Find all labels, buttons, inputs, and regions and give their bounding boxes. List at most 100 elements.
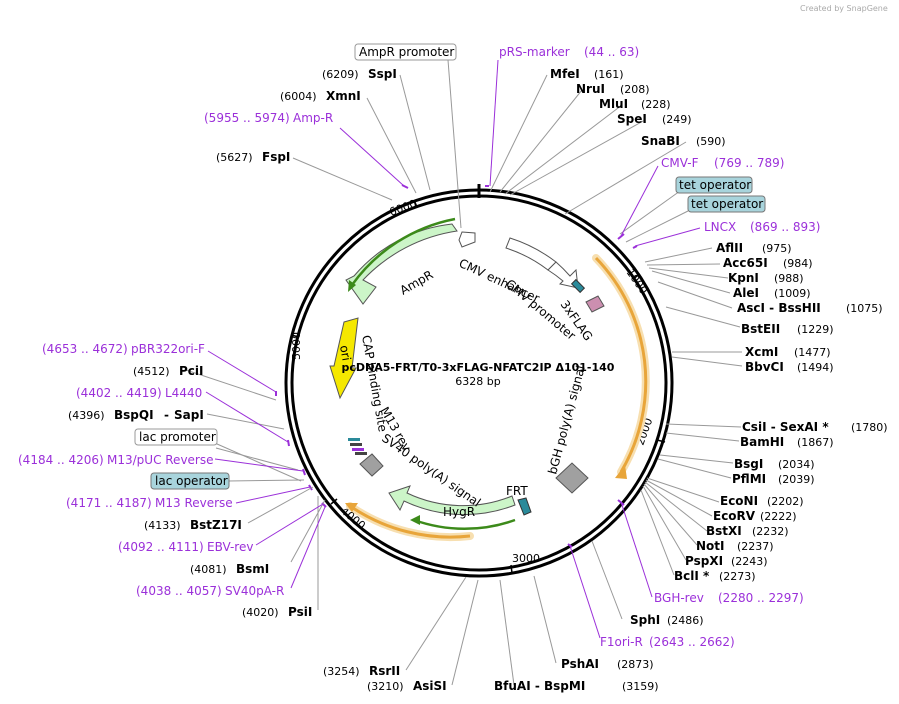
ampr-orf-arrowhead [348,280,356,292]
site-bfuai-bspmi: BfuAI - BspMI [494,679,585,693]
primer-amp-r-range: (5955 .. 5974) [204,111,290,125]
primer-f1ori-r-range: (2643 .. 2662) [649,635,735,649]
lac-operator-label: lac operator [155,474,228,488]
hygr-orf-line [413,518,516,530]
tag-marker [570,278,586,294]
site-bstz17i: BstZ17I [190,518,242,532]
site-xcmi: XcmI [745,345,778,359]
site-bsmi-pos: (4081) [190,563,227,576]
primer-cmv-f: CMV-F [661,156,699,170]
site-snabi-pos: (590) [696,135,726,148]
plasmid-name: pcDNA5-FRT/T0-3xFLAG-NFATC2IP Δ101-140 [342,361,615,374]
site-aflii-pos: (975) [762,242,792,255]
primer-cmv-f-range: (769 .. 789) [714,156,784,170]
cmv-enhancer-feature[interactable] [505,237,557,271]
site-sphi-pos: (2486) [667,614,704,627]
hygr-orf-arrowhead [410,515,420,525]
lac-promoter-box[interactable]: lac promoter [134,428,218,446]
site-sapi: SapI [174,408,204,422]
site-psii-pos: (4020) [242,606,279,619]
primer-m13puc-reverse-range: (4184 .. 4206) [18,453,104,467]
site-bfuai-bspmi-pos: (3159) [622,680,659,693]
scale-ticks [290,199,666,574]
site-sspi: SspI [368,67,397,81]
site-kpni-pos: (988) [774,272,804,285]
site-mlui-pos: (228) [641,98,671,111]
ampr-promoter-label: AmpR promoter [359,45,454,59]
site-bcli: BclI * [674,569,710,583]
primer-leader-lines [205,59,701,639]
tet-operator-label-2: tet operator [691,197,763,211]
site-xcmi-pos: (1477) [794,346,831,359]
site-ecorv-pos: (2222) [760,510,797,523]
tick-label-6000: 6000 [388,197,419,219]
primer-lncx-range: (869 .. 893) [750,220,820,234]
primer-sv40pa-r-range: (4038 .. 4057) [136,584,222,598]
cmv-promoter-feature[interactable] [547,261,579,289]
site-pshai: PshAI [561,657,599,671]
primer-prs-marker: pRS-marker [499,45,570,59]
site-bstxi: BstXI [706,524,742,538]
orf-arrowhead-hygr [345,503,358,512]
primer-pbr322ori-f: pBR322ori-F [131,342,205,356]
site-mfei-pos: (161) [594,68,624,81]
tet-operator-box-2[interactable]: tet operator [687,195,766,213]
site-aflii: AflII [716,241,743,255]
frt-feature[interactable] [517,497,532,516]
site-mfei: MfeI [550,67,580,81]
primer-ebv-rev-range: (4092 .. 4111) [118,540,204,554]
primer-lncx: LNCX [704,220,736,234]
bgh-label: bGH poly(A) signal [545,364,588,476]
site-fspi: FspI [262,150,290,164]
site-pcii-pos: (4512) [133,365,170,378]
primer-bgh-rev-range: (2280 .. 2297) [718,591,804,605]
ampr-orf-line [350,217,456,286]
sv40-feature[interactable] [359,453,384,477]
bgh-feature[interactable] [555,462,589,494]
site-bspqi-pos: (4396) [68,409,105,422]
site-bcli-pos: (2273) [719,570,756,583]
site-bsgi-pos: (2034) [778,458,815,471]
plasmid-size: 6328 bp [455,375,500,388]
site-bamhi: BamHI [740,435,784,449]
leader-lines [185,59,743,686]
site-sapi-separator: - [164,408,169,422]
site-econi-pos: (2202) [767,495,804,508]
lac-promoter-label: lac promoter [139,430,216,444]
ampr-promoter-box[interactable]: AmpR promoter [354,43,457,61]
orf-arrowhead-main [615,465,627,479]
site-noti-pos: (2237) [737,540,774,553]
tick-label-3000: 3000 [512,552,540,565]
tick-label-1000: 1000 [624,266,651,296]
tick-label-5000: 5000 [290,332,303,360]
flag-feature[interactable] [585,295,605,313]
site-pspxi-pos: (2243) [731,555,768,568]
site-spei: SpeI [617,112,647,126]
site-pspxi: PspXI [685,554,723,568]
primer-l4440-range: (4402 .. 4419) [76,386,162,400]
hygr-feature[interactable] [388,485,516,515]
site-bstxi-pos: (2232) [752,525,789,538]
site-ecorv: EcoRV [713,509,756,523]
site-alei-pos: (1009) [774,287,811,300]
site-rsrii: RsrII [369,664,400,678]
ori-feature[interactable] [329,317,359,400]
primer-labels: pRS-marker (44 .. 63) (5955 .. 5974) Amp… [18,45,820,649]
site-asisi: AsiSI [413,679,447,693]
tet-operator-box-1[interactable]: tet operator [675,176,753,194]
site-asisi-pos: (3210) [367,680,404,693]
orf-arc-hygr [349,504,471,539]
site-bspqi: BspQI [114,408,154,422]
restriction-site-labels: (6209) SspI (6004) XmnI (5627) FspI MfeI… [68,67,888,693]
frt-label: FRT [506,484,528,498]
primer-ebv-rev: EBV-rev [207,540,253,554]
site-bamhi-pos: (1867) [797,436,834,449]
hygr-label: HygR [443,505,475,519]
site-asci-bsshii: AscI - BssHII [737,301,821,315]
lac-operator-box[interactable]: lac operator [150,472,230,490]
small-markers [348,438,367,455]
site-bsmi: BsmI [236,562,269,576]
tet-operator-label-1: tet operator [679,178,751,192]
primer-f1ori-r: F1ori-R [600,635,643,649]
